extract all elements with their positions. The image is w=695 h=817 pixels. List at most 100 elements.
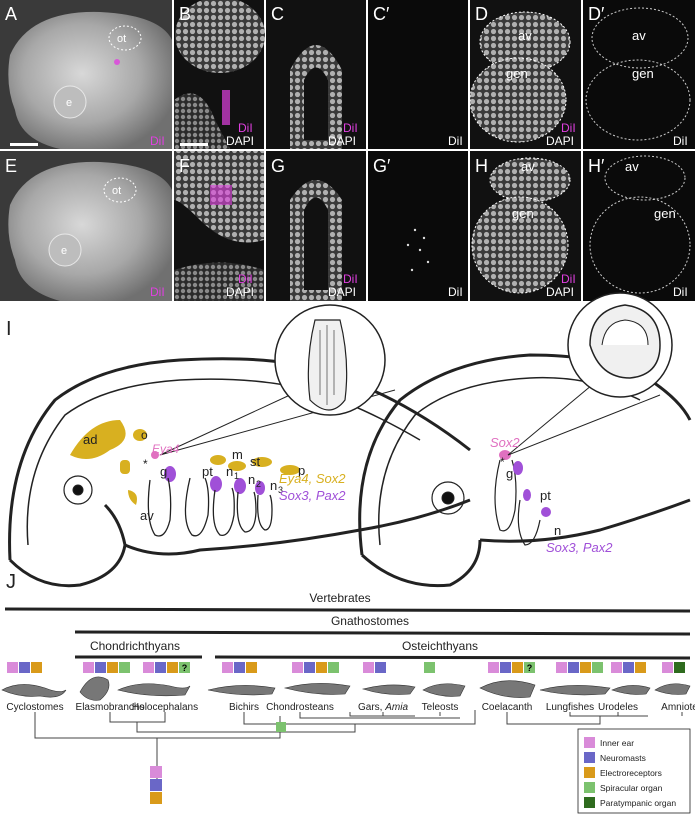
salamander-icon (612, 685, 650, 694)
amniote-icon (655, 684, 690, 695)
trait-square (674, 662, 685, 673)
trait-square (155, 662, 166, 673)
legend-swatch (584, 782, 595, 793)
trait-square (31, 662, 42, 673)
right-placode-pt (523, 489, 531, 501)
trait-square (107, 662, 118, 673)
dii-label: DiI (448, 285, 463, 299)
legend-purple: Sox3, Pax2 (279, 488, 346, 503)
dapi-label: DAPI (546, 285, 574, 299)
taxon-label: Gars, Amia (358, 702, 408, 713)
label-m: m (232, 447, 243, 462)
trait-square (7, 662, 18, 673)
trait-square (167, 662, 178, 673)
trait-square (556, 662, 567, 673)
panel-I: I (6, 293, 690, 586)
trait-square (143, 662, 154, 673)
legend-label: Neuromasts (600, 753, 646, 763)
panel-letter: A (5, 4, 17, 24)
dii-label: DiI (673, 285, 688, 299)
trait-square (424, 662, 435, 673)
chimaera-icon (118, 684, 190, 696)
teleost-icon (423, 684, 465, 697)
dii-label: DiI (673, 134, 688, 148)
panel-D: D av gen DiI DAPI (470, 0, 581, 149)
label-st: st (250, 454, 261, 469)
trait-square (316, 662, 327, 673)
left-embryo-diagram (10, 359, 470, 586)
ray-icon (80, 677, 109, 700)
right-placode-n (541, 507, 551, 517)
taxon-label: Cyclostomes (6, 702, 63, 713)
dii-label: DiI (343, 272, 358, 286)
taxon-label: Bichirs (229, 702, 259, 713)
trait-square (292, 662, 303, 673)
av-label: av (518, 28, 532, 43)
otic-label: ot (112, 185, 121, 197)
av-label: av (632, 28, 646, 43)
panel-letter: C′ (373, 4, 390, 24)
label-pt: pt (202, 464, 213, 479)
trait-square (592, 662, 603, 673)
n2-letter: n (248, 472, 255, 487)
n2-sub: 2 (256, 479, 261, 489)
label-n2: n 2 (248, 472, 261, 489)
root-inner-ear (150, 766, 162, 778)
osteichthyans-label: Osteichthyans (402, 639, 478, 653)
star: * (500, 455, 505, 469)
gen-label: gen (506, 66, 528, 81)
legend-swatch (584, 767, 595, 778)
right-placode-g (513, 461, 523, 475)
legend-purple: Sox3, Pax2 (546, 540, 613, 555)
trait-square (234, 662, 245, 673)
label-av: av (140, 508, 154, 523)
animal-silhouettes (2, 677, 690, 700)
gen-label: gen (512, 206, 534, 221)
coelacanth-icon (480, 681, 535, 698)
gen-label: gen (632, 66, 654, 81)
legend-label: Spiracular organ (600, 783, 663, 793)
trait-square (95, 662, 106, 673)
zoom-inset-right (508, 293, 672, 455)
panel-letter: E (5, 156, 17, 176)
panel-letter: I (6, 318, 12, 340)
n3-letter: n (270, 478, 277, 493)
trait-square (363, 662, 374, 673)
panel-letter: C (271, 4, 284, 24)
av-label: av (625, 159, 639, 174)
left-placodes (70, 420, 300, 505)
trait-square (304, 662, 315, 673)
gen-label: gen (654, 206, 676, 221)
dii-label: DiI (448, 134, 463, 148)
bichir-icon (208, 685, 275, 694)
dii-label: DiI (150, 134, 165, 148)
legend-label: Electroreceptors (600, 768, 662, 778)
legend-swatch (584, 752, 595, 763)
taxon-label: Chondrosteans (266, 702, 334, 713)
gar-icon (363, 685, 415, 695)
sturgeon-icon (285, 683, 350, 694)
trait-square (488, 662, 499, 673)
dapi-label: DAPI (546, 134, 574, 148)
dii-label: DiI (561, 121, 576, 135)
trait-square (246, 662, 257, 673)
label-o: o (141, 428, 148, 442)
eye-label: e (61, 245, 67, 257)
label-g: g (506, 466, 513, 481)
panel-letter: G′ (373, 156, 391, 176)
panel-A: A ot e DiI (0, 0, 172, 149)
panel-letter: H (475, 156, 488, 176)
trait-square (222, 662, 233, 673)
legend-label: Inner ear (600, 738, 634, 748)
trait-square (512, 662, 523, 673)
label-pt: pt (540, 488, 551, 503)
spiracular-node-marker (276, 722, 286, 732)
legend-swatch (584, 737, 595, 748)
dii-label: DiI (238, 272, 253, 286)
dapi-label: DAPI (328, 285, 356, 299)
n1-letter: n (226, 464, 233, 479)
dii-label: DiI (561, 272, 576, 286)
panel-E: E ot e DiI (0, 151, 172, 301)
taxon-label: Holocephalans (132, 702, 198, 713)
